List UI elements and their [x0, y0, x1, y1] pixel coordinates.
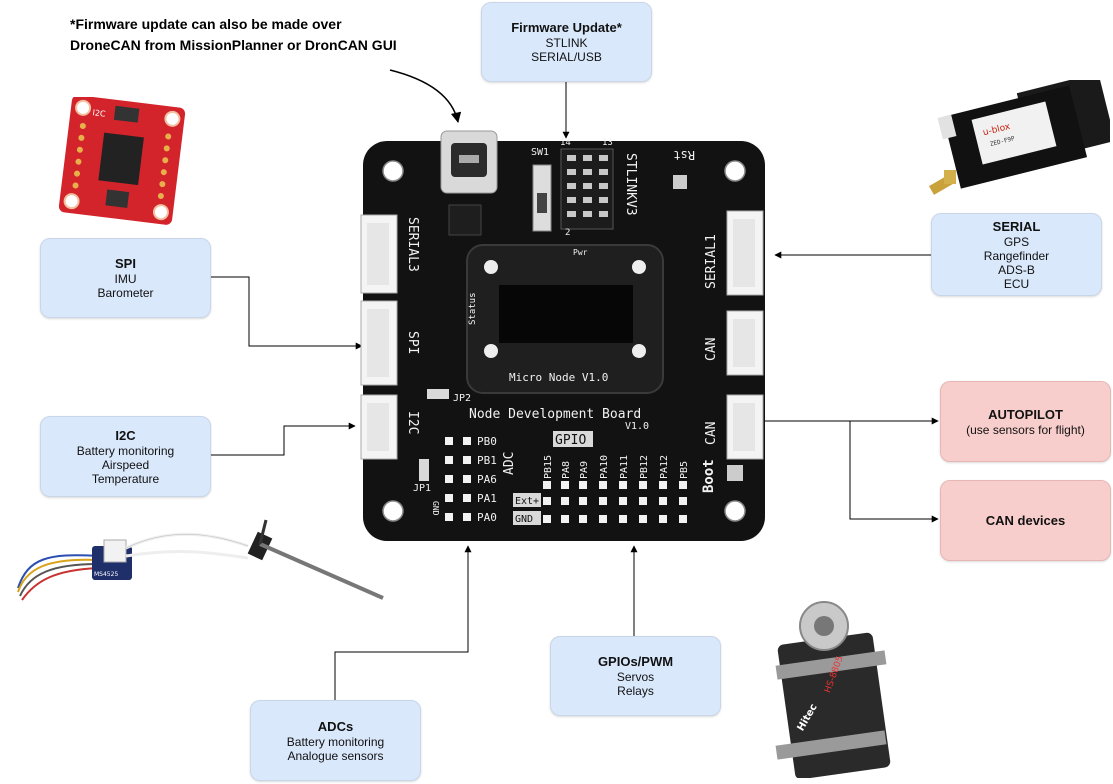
i2c-wire: [211, 422, 356, 456]
gpio-line-2: Relays: [617, 684, 654, 698]
reset-button: [673, 175, 687, 189]
adcs-title: ADCs: [317, 718, 354, 734]
serial-line-3: ADS-B: [998, 262, 1035, 277]
sparkfun-mark: I2C: [92, 108, 106, 119]
note-arrow: [389, 69, 462, 124]
status-label: Status: [468, 292, 478, 325]
serial1-label: SERIAL1: [704, 234, 719, 289]
serial-line-1: GPS: [1003, 234, 1030, 249]
can-devices-title: CAN devices: [985, 512, 1066, 528]
ext-label: Ext+: [515, 496, 539, 507]
adc-pin-4: PA0: [477, 511, 497, 524]
airspeed-label: MS4525: [94, 571, 118, 578]
board-version: V1.0: [625, 421, 649, 432]
mount-hole-tl: [382, 160, 404, 182]
mount-hole-br: [724, 500, 746, 522]
adcs-wire: [334, 545, 472, 700]
i2c-title: I2C: [115, 427, 136, 443]
autopilot-line-1: (use sensors for flight): [966, 422, 1085, 437]
adc-pin-header: [445, 437, 471, 521]
adcs-line-1: Battery monitoring: [286, 734, 385, 749]
spi-box: SPI IMU Barometer: [40, 238, 211, 318]
serial-box: SERIAL GPS Rangefinder ADS-B ECU: [931, 213, 1102, 296]
gpio-pin-5: PB12: [639, 455, 650, 479]
serial-title: SERIAL: [992, 218, 1041, 234]
boot-button: [727, 465, 743, 481]
module-label: Micro Node V1.0: [509, 371, 608, 384]
boot-label: Boot: [701, 459, 717, 493]
firmware-note: *Firmware update can also be made over D…: [70, 14, 397, 56]
stlink-label: STLINKV3: [623, 153, 638, 216]
gnd-label: GND: [515, 514, 533, 525]
jp1-pads: [419, 459, 429, 481]
note-line-1: *Firmware update can also be made over: [70, 16, 342, 32]
gpio-pin-header: [543, 481, 687, 523]
adc-pin-1: PB1: [477, 454, 497, 467]
adc-pin-0: PB0: [477, 435, 497, 448]
servo-motor: HS-8805 Hitec: [775, 601, 891, 778]
serial3-label: SERIAL3: [405, 217, 420, 272]
sparkfun-imu-board: I2C: [58, 97, 186, 225]
gnd-left-label: GND: [431, 501, 440, 516]
firmware-update-box: Firmware Update* STLINK SERIAL/USB: [481, 2, 652, 82]
gpio-pin-4: PA11: [619, 455, 630, 479]
autopilot-box: AUTOPILOT (use sensors for flight): [940, 381, 1111, 462]
pin14-label: 14: [560, 138, 571, 148]
firmware-line-2: SERIAL/USB: [531, 50, 602, 64]
gpio-pwm-box: GPIOs/PWM Servos Relays: [550, 636, 721, 716]
jp2-label: JP2: [453, 393, 471, 404]
adc-label: ADC: [502, 452, 517, 475]
sw1-label: SW1: [531, 147, 549, 158]
jp2-pads: [427, 389, 449, 399]
pin2-label: 2: [565, 228, 570, 238]
adcs-line-2: Analogue sensors: [287, 748, 384, 763]
serial-line-2: Rangefinder: [983, 248, 1050, 263]
gpio-pin-2: PA9: [579, 461, 590, 479]
firmware-title: Firmware Update*: [511, 20, 622, 35]
i2c-line-2: Airspeed: [101, 457, 150, 472]
mount-hole-bl: [382, 500, 404, 522]
spi-line-1: IMU: [114, 272, 137, 286]
node-development-board: SW1 ON 14 13 2 STLINKV3 Rst Pwr Status M…: [360, 130, 765, 541]
adcs-box: ADCs Battery monitoring Analogue sensors: [250, 700, 421, 781]
gpio-pin-1: PA8: [561, 461, 572, 479]
mount-hole-tr: [724, 160, 746, 182]
spi-title: SPI: [115, 256, 136, 271]
gpio-pin-3: PA10: [599, 455, 610, 479]
airspeed-sensor: MS4525: [17, 519, 384, 601]
spi-line-2: Barometer: [97, 286, 154, 300]
spi-wire: [211, 276, 363, 350]
jp1-label: JP1: [413, 483, 431, 494]
ublox-gps-board: u-blox ZED-F9P: [928, 80, 1110, 195]
gpio-pin-7: PB5: [679, 461, 690, 479]
board-name: Node Development Board: [469, 407, 641, 422]
i2c-label: I2C: [405, 411, 420, 434]
adc-pin-2: PA6: [477, 473, 497, 486]
rst-label: Rst: [673, 148, 695, 162]
can2-label: CAN: [704, 422, 719, 445]
i2c-line-3: Temperature: [91, 471, 160, 486]
i2c-box: I2C Battery monitoring Airspeed Temperat…: [40, 416, 211, 497]
pin13-label: 13: [602, 138, 613, 148]
serial-line-4: ECU: [1003, 276, 1030, 291]
gpio-pin-6: PA12: [659, 455, 670, 479]
note-line-2: DroneCAN from MissionPlanner or DronCAN …: [70, 37, 397, 53]
autopilot-title: AUTOPILOT: [988, 406, 1063, 422]
gpio-label: GPIO: [555, 433, 586, 448]
gpio-title: GPIOs/PWM: [597, 654, 674, 669]
spi-label: SPI: [405, 331, 420, 354]
can1-label: CAN: [704, 338, 719, 361]
gpio-line-1: Servos: [616, 670, 655, 684]
i2c-line-1: Battery monitoring: [76, 443, 175, 458]
adc-pin-3: PA1: [477, 492, 497, 505]
can-devices-wire: [849, 421, 939, 523]
pwr-label: Pwr: [573, 248, 588, 257]
gpio-pin-0: PB15: [543, 455, 554, 479]
firmware-line-1: STLINK: [545, 36, 588, 50]
can-devices-box: CAN devices: [940, 480, 1111, 561]
